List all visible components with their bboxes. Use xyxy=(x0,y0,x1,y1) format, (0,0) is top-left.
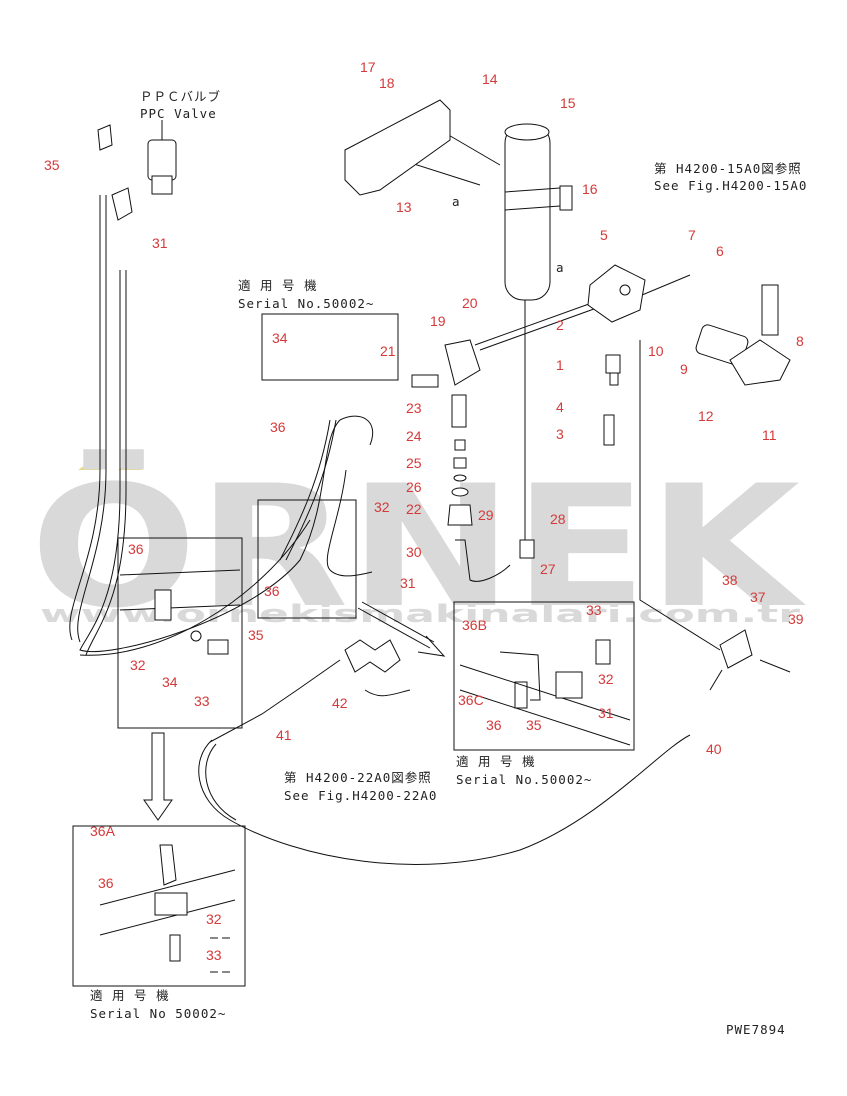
callout-1: 1 xyxy=(556,357,564,373)
callout-35-center: 35 xyxy=(248,627,264,643)
callout-8: 8 xyxy=(796,333,804,349)
callout-37: 37 xyxy=(750,589,766,605)
callout-35-36b: 35 xyxy=(526,717,542,733)
strainer xyxy=(695,284,791,386)
view-a-label-right: a xyxy=(556,260,565,275)
callout-11: 11 xyxy=(762,427,777,443)
callout-40: 40 xyxy=(706,741,722,757)
callout-7: 7 xyxy=(688,227,696,243)
callout-4: 4 xyxy=(556,399,564,415)
callout-31: 31 xyxy=(152,235,168,251)
filter-valve-block xyxy=(587,264,646,446)
callout-6: 6 xyxy=(716,243,724,259)
watermark-accent-left xyxy=(78,455,100,470)
callout-5: 5 xyxy=(600,227,608,243)
callout-28: 28 xyxy=(550,511,566,527)
mounting-bracket xyxy=(344,99,451,196)
elbow-fitting xyxy=(411,339,481,428)
serial-mid-label-en: Serial No.50002~ xyxy=(456,772,592,787)
callout-29: 29 xyxy=(478,507,494,523)
callout-9: 9 xyxy=(680,361,688,377)
callout-33-left: 33 xyxy=(194,693,210,709)
serial-top-label-en: Serial No.50002~ xyxy=(238,296,374,311)
callout-27: 27 xyxy=(540,561,556,577)
accumulator-tank xyxy=(504,123,573,301)
callout-24: 24 xyxy=(406,428,422,444)
callout-22: 22 xyxy=(406,501,422,517)
callout-13: 13 xyxy=(396,199,412,215)
callout-31-center: 31 xyxy=(400,575,416,591)
tee-bracket xyxy=(709,629,791,691)
detail-box-36b xyxy=(453,601,635,751)
detail-box-clamp-left xyxy=(117,537,243,729)
ppc-valve-label-jp: ＰＰＣバルブ xyxy=(140,89,221,104)
callout-32: 32 xyxy=(374,499,390,515)
callout-31-36b: 31 xyxy=(598,705,614,721)
callout-33-36a: 33 xyxy=(206,947,222,963)
callout-32-36b: 32 xyxy=(598,671,614,687)
callout-14: 14 xyxy=(482,71,498,87)
detail-box-clamp-center xyxy=(257,499,357,619)
hose-lines xyxy=(69,129,721,865)
serial-mid-label-jp: 適 用 号 機 xyxy=(456,754,536,769)
callout-21: 21 xyxy=(380,343,396,359)
ppc-valve-label-en: PPC Valve xyxy=(140,106,217,121)
swivel-fittings xyxy=(447,439,535,582)
callout-19: 19 xyxy=(430,313,446,329)
callout-41: 41 xyxy=(276,727,292,743)
clamp-detail-36a xyxy=(99,844,236,973)
detail-box-serial-top xyxy=(261,313,399,381)
callout-36-center: 36 xyxy=(264,583,280,599)
clamp-detail-left xyxy=(119,569,241,655)
pump-fitting xyxy=(344,639,411,697)
clamp-detail-36b xyxy=(459,639,631,746)
callout-3: 3 xyxy=(556,426,564,442)
callout-16: 16 xyxy=(582,181,598,197)
serial-bottom-label-jp: 適 用 号 機 xyxy=(90,988,170,1003)
drawing-code: PWE7894 xyxy=(726,1022,786,1037)
watermark-url: www.ornekismakinalari.com.tr xyxy=(40,600,800,628)
ref-15a0-label-jp: 第 H4200-15A0図参照 xyxy=(654,161,802,176)
callout-15: 15 xyxy=(560,95,576,111)
callout-36: 36 xyxy=(270,419,286,435)
callout-10: 10 xyxy=(648,343,664,359)
serial-bottom-label-en: Serial No 50002~ xyxy=(90,1006,226,1021)
callout-34-left: 34 xyxy=(162,674,178,690)
callout-2: 2 xyxy=(556,317,564,333)
ref-22a0-label-en: See Fig.H4200-22A0 xyxy=(284,788,437,803)
callout-20: 20 xyxy=(462,295,478,311)
callout-30: 30 xyxy=(406,544,422,560)
callout-32-left: 32 xyxy=(130,657,146,673)
callout-34: 34 xyxy=(272,330,288,346)
callout-23: 23 xyxy=(406,400,422,416)
callout-18: 18 xyxy=(379,75,395,91)
serial-top-label-jp: 適 用 号 機 xyxy=(238,278,318,293)
callout-33-36b: 33 xyxy=(586,602,602,618)
detail-box-36a xyxy=(72,825,246,987)
callout-17: 17 xyxy=(360,59,376,75)
callout-38: 38 xyxy=(722,572,738,588)
callout-36-left: 36 xyxy=(128,541,144,557)
view-a-label-left: a xyxy=(452,194,461,209)
diagonal-arrow-icon xyxy=(357,601,446,657)
callout-12: 12 xyxy=(698,408,714,424)
callout-36A: 36A xyxy=(90,823,116,839)
down-arrow-icon xyxy=(143,732,173,821)
callout-35: 35 xyxy=(44,157,60,173)
callout-26: 26 xyxy=(406,479,422,495)
callout-36-36b: 36 xyxy=(486,717,502,733)
callout-32-36a: 32 xyxy=(206,911,222,927)
watermark-accent-right xyxy=(118,455,142,470)
ref-15a0-label-en: See Fig.H4200-15A0 xyxy=(654,178,807,193)
callout-36-36a: 36 xyxy=(98,875,114,891)
ref-22a0-label-jp: 第 H4200-22A0図参照 xyxy=(284,770,432,785)
ppc-valve xyxy=(97,120,177,221)
callout-39: 39 xyxy=(788,611,804,627)
callout-36B: 36B xyxy=(462,617,487,633)
callout-25: 25 xyxy=(406,455,422,471)
callout-42: 42 xyxy=(332,695,348,711)
callout-36C: 36C xyxy=(458,692,484,708)
callout-numbers: 17 18 14 15 16 13 35 31 5 7 6 8 20 19 2 … xyxy=(44,59,804,963)
